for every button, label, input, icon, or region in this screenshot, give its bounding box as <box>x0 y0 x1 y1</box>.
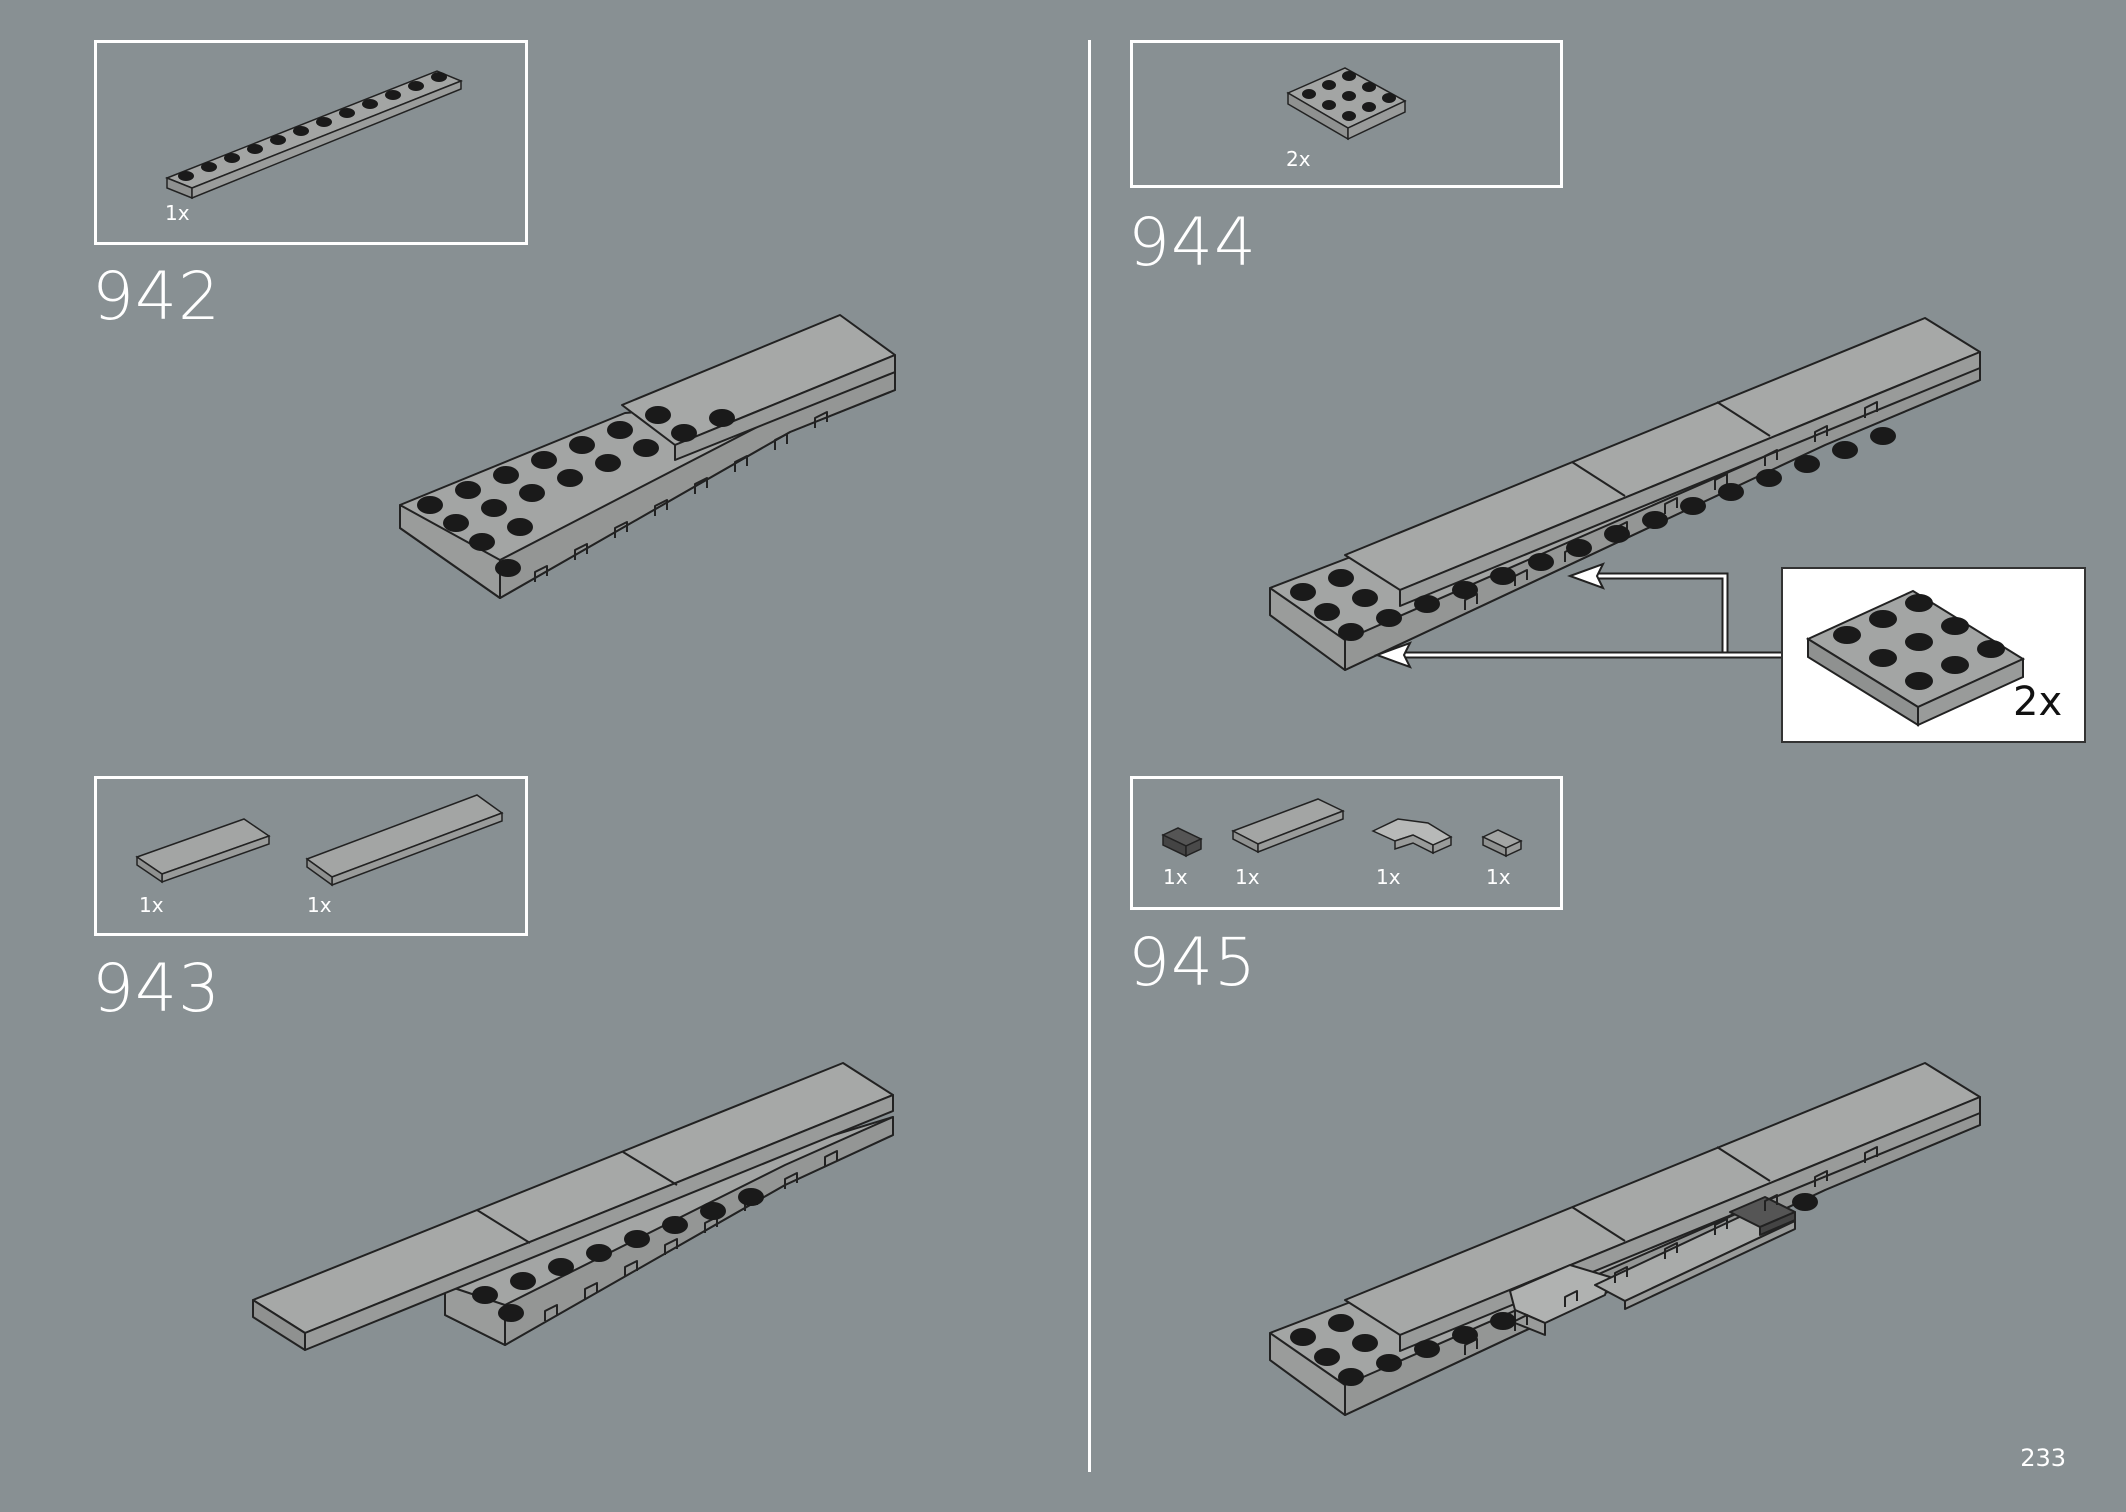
part-qty: 1x <box>1163 865 1188 889</box>
callout-qty: 2x <box>2013 679 2063 725</box>
part-qty: 1x <box>1486 865 1511 889</box>
part-qty: 1x <box>165 201 190 225</box>
model-step-945 <box>1269 1062 1981 1416</box>
part-qty: 1x <box>307 893 332 917</box>
placement-arrows <box>1374 562 1785 669</box>
tile-1x1-dark-icon <box>1161 827 1203 858</box>
tile-1x1-icon <box>1481 829 1523 858</box>
parts-box-942: 1x <box>94 40 528 245</box>
step-number-944: 944 <box>1128 204 1257 281</box>
tile-2x6-icon <box>305 794 504 887</box>
model-step-942 <box>399 314 896 599</box>
page-divider <box>1088 40 1091 1472</box>
page-number: 233 <box>2020 1444 2066 1472</box>
step-number-942: 942 <box>92 258 221 335</box>
plate-3x3-icon <box>1286 67 1407 141</box>
parts-box-943: 1x 1x <box>94 776 528 936</box>
plate-1x12-icon <box>164 70 463 200</box>
parts-box-945: 1x 1x 1x 1x <box>1130 776 1563 910</box>
step-number-945: 945 <box>1128 924 1257 1001</box>
parts-box-944: 2x <box>1130 40 1563 188</box>
parts-945-icons <box>1161 798 1523 858</box>
part-qty: 2x <box>1286 147 1311 171</box>
step-number-943: 943 <box>92 950 221 1027</box>
part-qty: 1x <box>1235 865 1260 889</box>
tile-2x4-icon <box>135 794 504 887</box>
model-step-944 <box>1269 317 1981 671</box>
callout-sub-assembly: 2x <box>1781 567 2086 743</box>
part-qty: 1x <box>139 893 164 917</box>
model-step-943 <box>252 1062 894 1351</box>
plate-3x3-icon <box>1805 589 2026 727</box>
tile-1x4-icon <box>1231 798 1345 854</box>
corner-tile-icon <box>1371 818 1453 855</box>
part-qty: 1x <box>1376 865 1401 889</box>
